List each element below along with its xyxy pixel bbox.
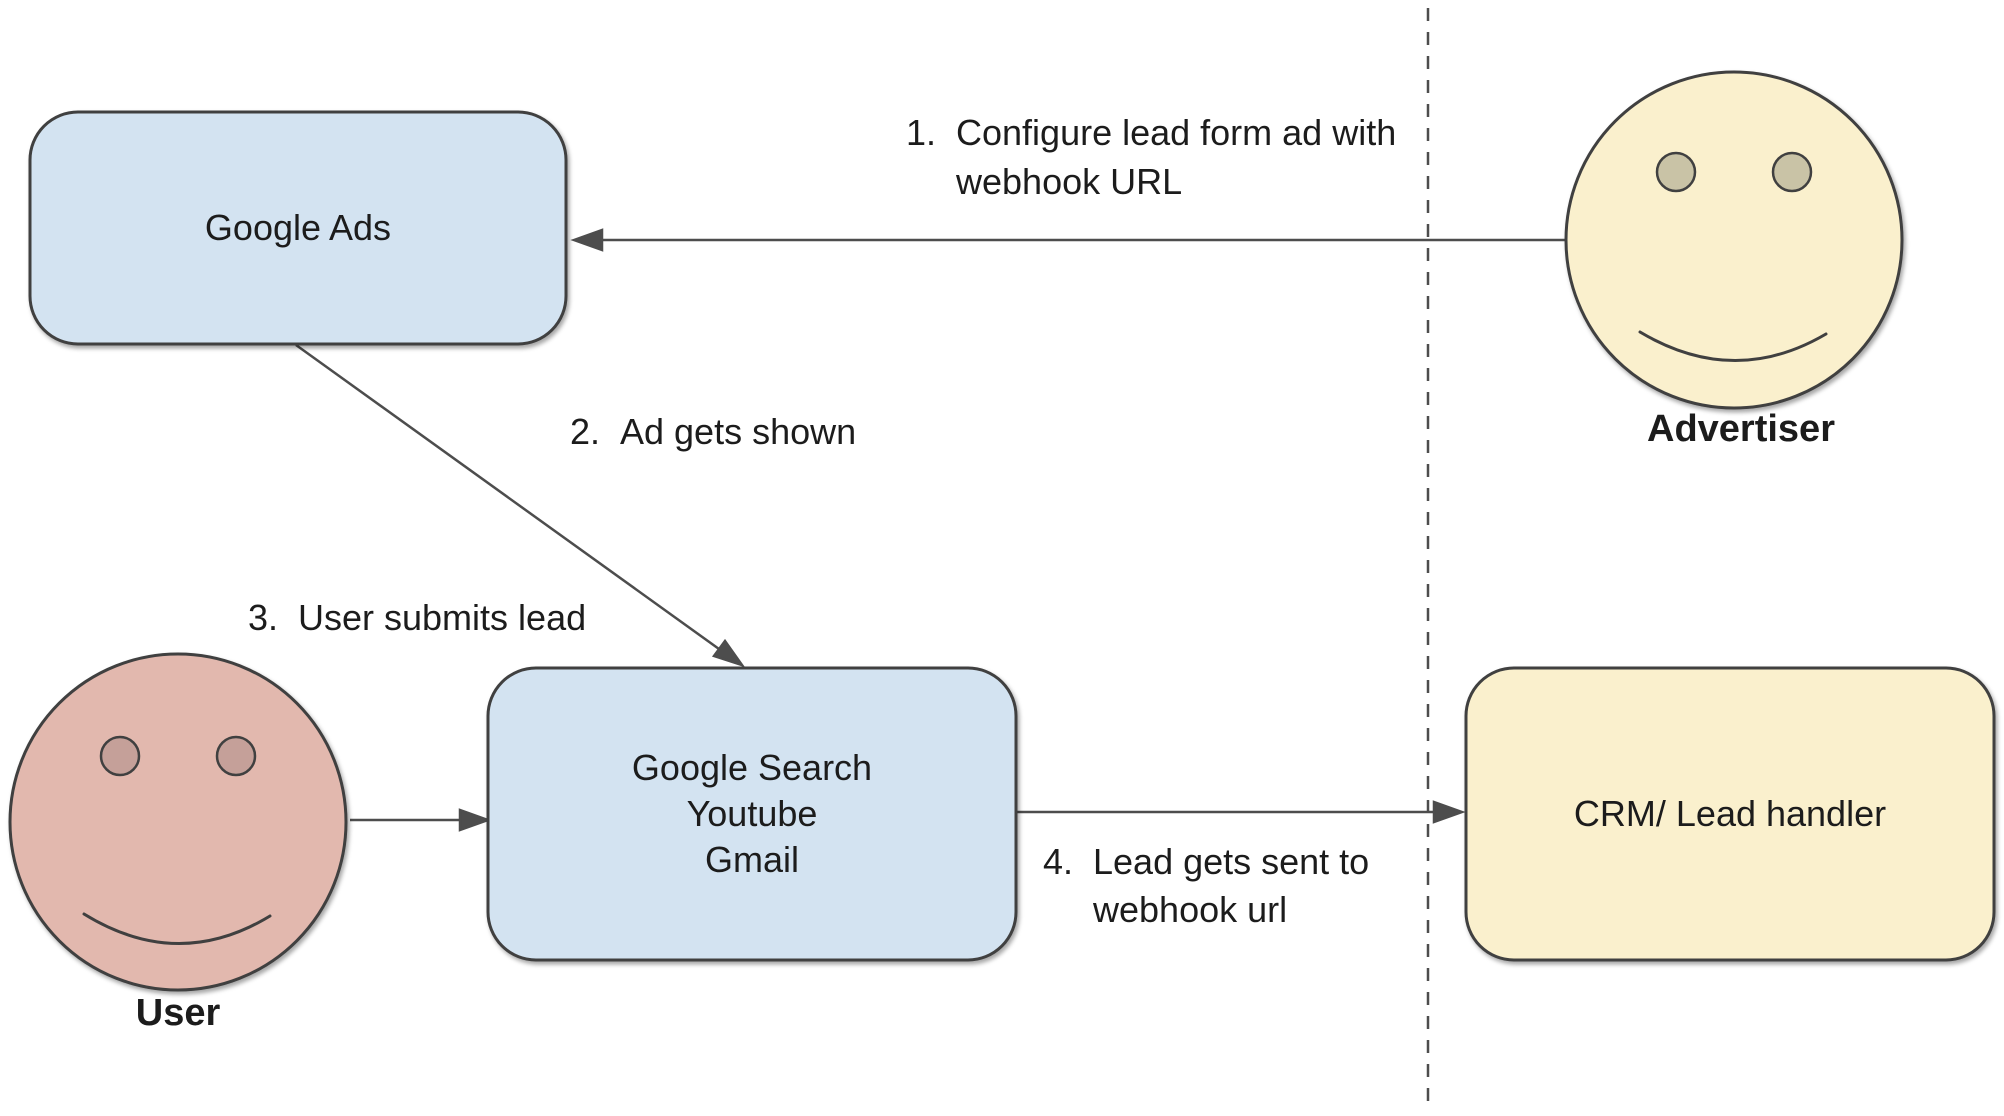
annotation-line: Lead gets sent to [1093,841,1370,882]
user-face[interactable] [8,652,348,992]
google-surfaces-node[interactable] [486,666,1018,962]
arrow-ad-gets-shown[interactable] [295,343,746,668]
arrow-configure-lead-form[interactable] [570,228,1566,252]
advertiser-head [1564,70,1904,410]
annotation-1-configure-lead-form[interactable]: 1. Configure lead form ad with webhook U… [906,108,1396,206]
advertiser-smile-icon [1638,330,1828,362]
annotation-line: User submits lead [298,597,587,638]
arrowhead-diagonal-icon [711,638,746,668]
user-head [8,652,348,992]
crm-lead-handler-node[interactable] [1464,666,1996,962]
google-ads-node[interactable] [28,110,568,346]
arrowhead-right-icon [1432,800,1466,824]
user-label: User [135,992,221,1034]
advertiser-face[interactable] [1564,70,1904,410]
annotation-number: 1. [906,112,937,153]
user-eye-right-icon [215,735,257,777]
annotation-2-ad-gets-shown[interactable]: 2. Ad gets shown [570,412,856,452]
annotation-4-lead-sent-webhook[interactable]: 4. Lead gets sent to webhook url [1043,838,1369,934]
arrow-user-submits-lead[interactable] [350,808,492,832]
arrowhead-right-icon [458,808,492,832]
annotation-3-user-submits-lead[interactable]: 3. User submits lead [248,598,586,638]
arrow-lead-sent-webhook[interactable] [1016,800,1466,824]
advertiser-label: Advertiser [1647,408,1835,450]
annotation-number: 3. [248,597,279,638]
annotation-line: webhook url [1093,889,1288,930]
advertiser-eye-right-icon [1771,151,1813,193]
advertiser-eye-left-icon [1655,151,1697,193]
user-eye-left-icon [99,735,141,777]
annotation-number: 4. [1043,841,1074,882]
arrowhead-left-icon [570,228,604,252]
annotation-line: webhook URL [956,161,1183,202]
annotation-line: Ad gets shown [620,411,857,452]
annotation-line: Configure lead form ad with [956,112,1397,153]
user-smile-icon [82,912,272,945]
annotation-number: 2. [570,411,601,452]
